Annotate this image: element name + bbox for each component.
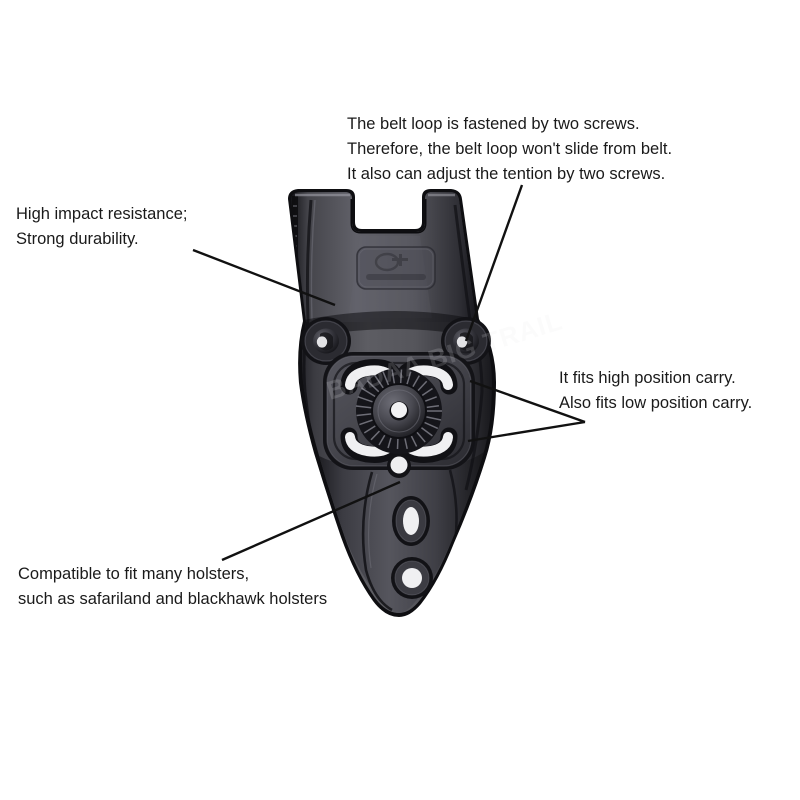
brand-logo-plaque xyxy=(356,246,436,290)
tongue-oval-slot xyxy=(392,496,430,546)
annotation-position-line-2: Also fits low position carry. xyxy=(559,394,753,412)
hub-center-bore xyxy=(391,402,407,418)
annotation-compatibility: Compatible to fit many holsters, such as… xyxy=(18,562,327,612)
plate-pin-hole xyxy=(387,454,411,478)
annotation-belt-loop-line-1: The belt loop is fastened by two screws. xyxy=(347,115,640,133)
brand-logo-mark xyxy=(374,252,408,272)
tongue-mount-holes xyxy=(391,496,433,599)
screw-boss-left xyxy=(301,317,351,365)
holster-body: BADAA BIG TRAIL xyxy=(288,189,566,617)
tongue-round-hole xyxy=(391,557,433,599)
rotation-hub xyxy=(355,368,442,454)
belt-notch-highlight xyxy=(355,202,414,229)
annotation-carry-position: It fits high position carry. Also fits l… xyxy=(559,366,752,416)
annotation-belt-loop: The belt loop is fastened by two screws.… xyxy=(347,112,672,187)
rotating-mount-plate xyxy=(323,352,475,478)
hub-collar-edge xyxy=(371,383,427,439)
brand-logo-wordmark xyxy=(366,274,426,280)
annotation-belt-loop-line-3: It also can adjust the tention by two sc… xyxy=(347,165,666,183)
belt-notch-shadow xyxy=(350,199,427,234)
annotation-position-line-1: It fits high position carry. xyxy=(559,369,736,387)
leader-impact xyxy=(192,248,336,307)
annotation-compatible-line-1: Compatible to fit many holsters, xyxy=(18,565,250,583)
annotation-impact-resistance: High impact resistance; Strong durabilit… xyxy=(16,202,188,252)
annotation-impact-line-2: Strong durability. xyxy=(16,230,139,248)
leader-low-carry xyxy=(467,420,586,443)
adjustment-slots xyxy=(340,359,458,463)
left-contour-highlight xyxy=(310,199,316,321)
annotation-impact-line-1: High impact resistance; xyxy=(16,205,188,223)
leader-high-carry xyxy=(469,379,586,424)
leader-belt-loop xyxy=(464,184,524,342)
annotation-compatible-line-2: such as safariland and blackhawk holster… xyxy=(18,590,328,608)
leader-lines xyxy=(192,184,586,562)
hub-cap-rim xyxy=(377,389,421,433)
annotation-belt-loop-line-2: Therefore, the belt loop won't slide fro… xyxy=(347,140,673,158)
leader-compatible xyxy=(221,480,401,562)
